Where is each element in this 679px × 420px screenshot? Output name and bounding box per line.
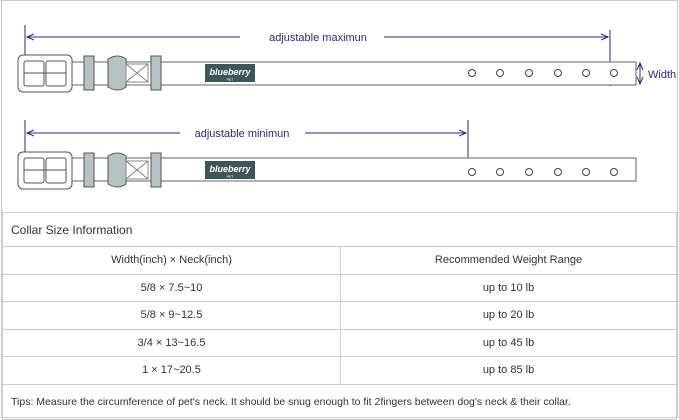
table-title: Collar Size Information xyxy=(2,212,677,247)
size-cell: 1 × 17~20.5 xyxy=(2,356,341,385)
header-weight: Recommended Weight Range xyxy=(340,246,677,275)
weight-cell: up to 20 lb xyxy=(340,301,677,330)
weight-cell: up to 10 lb xyxy=(340,273,677,302)
collar-max: adjustable maximun Width xyxy=(17,25,676,93)
size-cell: 3/4 × 13~16.5 xyxy=(2,328,341,357)
table-header: Width(inch) × Neck(inch) Recommended Wei… xyxy=(2,246,677,275)
size-cell: 5/8 × 7.5~10 xyxy=(2,273,341,302)
tips-text: Tips: Measure the circumference of pet's… xyxy=(2,383,677,420)
max-label: adjustable maximun xyxy=(269,32,367,44)
size-table: Collar Size Information Width(inch) × Ne… xyxy=(2,212,677,420)
size-cell: 5/8 × 9~12.5 xyxy=(2,301,341,330)
weight-cell: up to 85 lb xyxy=(340,356,677,385)
width-label: Width xyxy=(648,69,676,81)
header-size: Width(inch) × Neck(inch) xyxy=(2,246,341,275)
collar-diagram: blueberry PET adjustable maximun Width a… xyxy=(17,25,676,190)
weight-cell: up to 45 lb xyxy=(340,328,677,357)
collar-min: adjustable minimun xyxy=(17,120,637,190)
min-label: adjustable minimun xyxy=(195,128,290,140)
